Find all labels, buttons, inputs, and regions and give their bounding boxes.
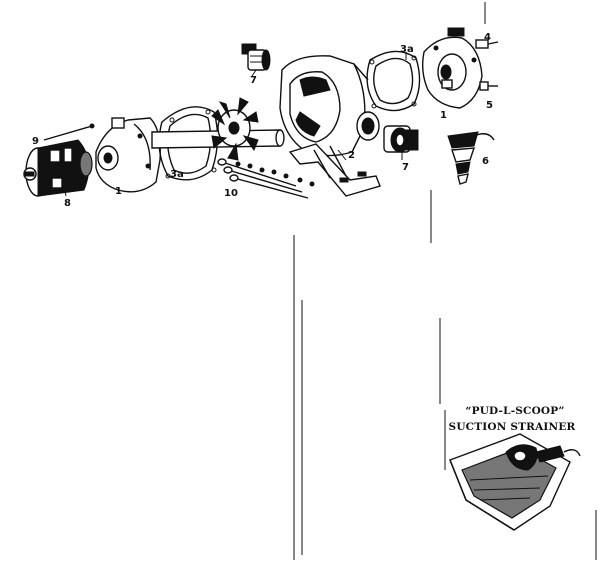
part-3a-right-gasket — [366, 50, 421, 112]
part-4-plug — [447, 27, 499, 49]
part-seal-ring — [356, 111, 380, 141]
label-part-3a-right: 3a — [400, 44, 414, 55]
label-part-1-left: 1 — [115, 186, 122, 197]
label-part-4: 4 — [484, 32, 491, 43]
part-6-spring — [447, 131, 495, 185]
scan-artifact-lines — [293, 2, 597, 560]
label-part-3a-left: 3a — [170, 169, 184, 180]
label-part-10: 10 — [224, 188, 238, 199]
part-5-screw — [479, 81, 498, 91]
label-part-8: 8 — [64, 198, 71, 209]
part-7-mid-fitting — [383, 125, 419, 153]
part-labels: 9 8 1 3a 10 7 2 7 3a 4 1 5 6 — [32, 32, 493, 209]
part-2-pump-body — [279, 55, 381, 197]
part-3a-left-gasket — [158, 106, 219, 181]
strainer-title-line-2: SUCTION STRAINER — [449, 421, 576, 433]
strainer-illustration — [449, 433, 581, 531]
strainer-inset: “PUD-L-SCOOP” SUCTION STRAINER — [449, 405, 581, 531]
part-1-right-end-cover — [421, 36, 483, 109]
label-part-7-top: 7 — [250, 75, 257, 86]
part-impeller — [211, 97, 259, 161]
part-1-left-bearing-housing — [95, 117, 161, 193]
label-part-5: 5 — [486, 100, 493, 111]
part-9-screw — [43, 123, 95, 141]
label-part-9: 9 — [32, 136, 39, 147]
label-part-1-right: 1 — [440, 110, 447, 121]
part-8-coupling — [23, 139, 93, 197]
part-10-screws — [217, 158, 315, 199]
label-part-2: 2 — [348, 150, 355, 161]
label-part-6: 6 — [482, 156, 489, 167]
label-part-7-mid: 7 — [402, 162, 409, 173]
strainer-title-line-1: “PUD-L-SCOOP” — [465, 405, 564, 417]
leader-lines — [251, 52, 407, 161]
part-7-top-fitting — [241, 43, 271, 71]
